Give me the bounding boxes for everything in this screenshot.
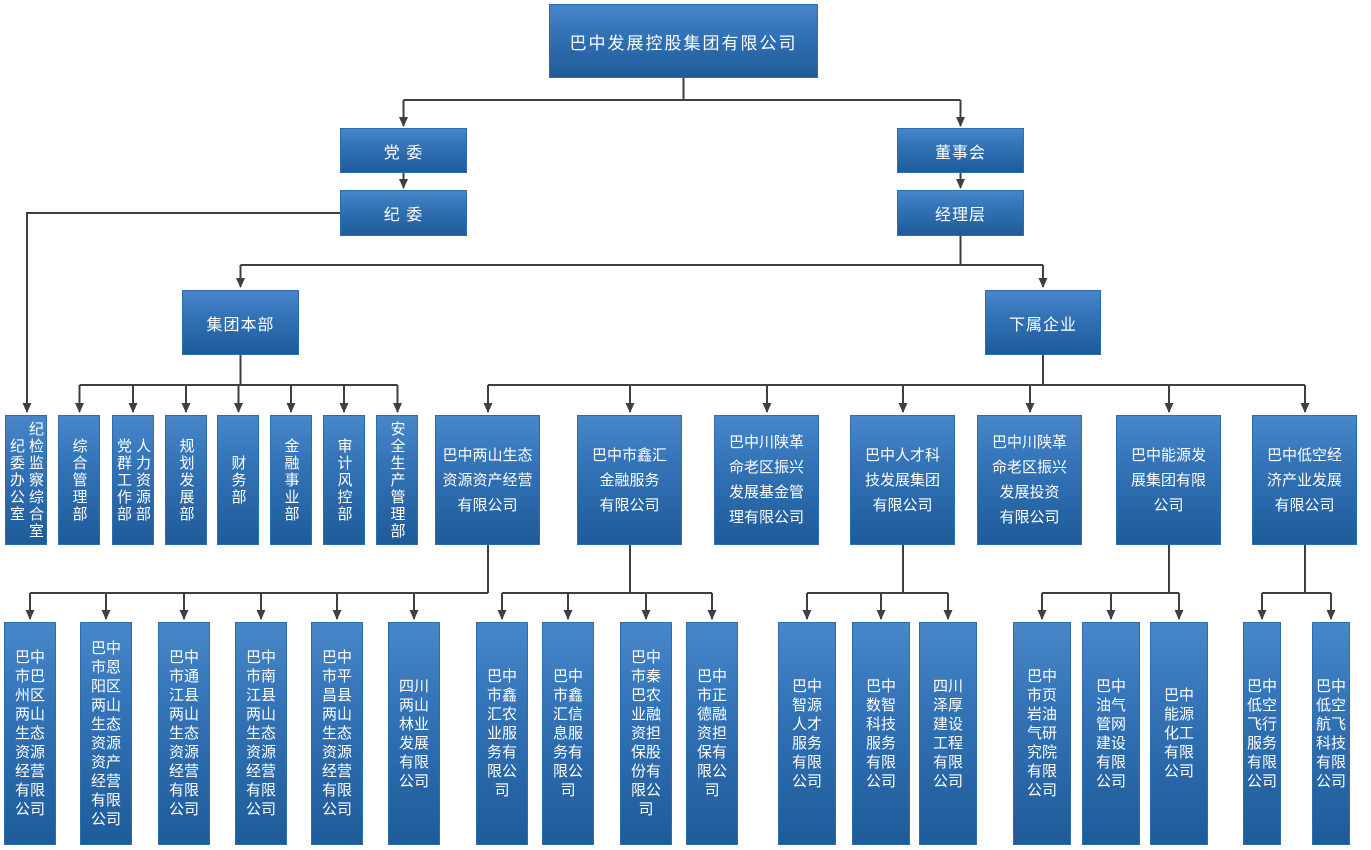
sub-subsidiary-box-a4: 巴中市南江县两山生态资源经营有限公司 xyxy=(235,622,287,845)
sub-subsidiary-label: 巴中市鑫汇信息服务有限公司 xyxy=(553,668,584,799)
department-box-3: 人力资源部 党群工作部 xyxy=(112,415,154,545)
party-committee-label: 党 委 xyxy=(383,144,424,162)
sub-subsidiary-label: 巴中市页岩油气研究院有限公司 xyxy=(1027,668,1058,799)
department-label: 审计风控部 xyxy=(335,437,353,523)
group-root-label: 巴中发展控股集团有限公司 xyxy=(569,33,798,53)
subsidiary-label: 巴中川陕革 命老区振兴 发展投资 有限公司 xyxy=(991,434,1067,526)
department-label: 财务部 xyxy=(229,454,247,506)
org-box-subsidiaries: 下属企业 xyxy=(985,290,1101,355)
department-box-8: 安全生产管理部 xyxy=(376,415,418,545)
department-box-7: 审计风控部 xyxy=(323,415,365,545)
sub-subsidiary-label: 巴中能源化工有限公司 xyxy=(1164,687,1195,780)
sub-subsidiary-label: 巴中数智科技服务有限公司 xyxy=(866,677,897,790)
org-box-group-headquarters: 集团本部 xyxy=(182,290,299,355)
org-box-group-root: 巴中发展控股集团有限公司 xyxy=(549,4,818,78)
sub-subsidiary-label: 巴中市通江县两山生态资源经营有限公司 xyxy=(169,649,200,818)
department-label: 人力资源部 党群工作部 xyxy=(115,437,151,523)
sub-subsidiary-box-c3: 四川泽厚建设工程有限公司 xyxy=(919,622,977,845)
sub-subsidiary-label: 巴中智源人才服务有限公司 xyxy=(792,677,823,790)
sub-subsidiary-box-a5: 巴中市平昌县两山生态资源经营有限公司 xyxy=(311,622,363,845)
subsidiary-box-1: 巴中两山生态 资源资产经营 有限公司 xyxy=(435,415,540,545)
sub-subsidiary-box-c2: 巴中数智科技服务有限公司 xyxy=(852,622,910,845)
sub-subsidiary-box-d2: 巴中油气管网建设有限公司 xyxy=(1082,622,1140,845)
subsidiary-box-7: 巴中低空经 济产业发展 有限公司 xyxy=(1252,415,1357,545)
sub-subsidiary-box-a1: 巴中市巴州区两山生态资源经营有限公司 xyxy=(4,622,56,845)
subsidiary-box-6: 巴中能源发 展集团有限 公司 xyxy=(1116,415,1221,545)
subsidiary-box-4: 巴中人才科 技发展集团 有限公司 xyxy=(850,415,955,545)
org-box-board-of-directors: 董事会 xyxy=(897,128,1024,173)
sub-subsidiary-box-b1: 巴中市鑫汇农业服务有限公司 xyxy=(476,622,528,845)
sub-subsidiary-label: 巴中市平昌县两山生态资源经营有限公司 xyxy=(322,649,353,818)
sub-subsidiary-label: 四川泽厚建设工程有限公司 xyxy=(933,677,964,790)
sub-subsidiary-box-a6: 四川两山林业发展有限公司 xyxy=(388,622,440,845)
department-label: 金融事业部 xyxy=(282,437,300,523)
subsidiary-label: 巴中人才科 技发展集团 有限公司 xyxy=(864,446,940,514)
subsidiary-box-2: 巴中市鑫汇 金融服务 有限公司 xyxy=(577,415,682,545)
group-headquarters-label: 集团本部 xyxy=(206,316,275,334)
sub-subsidiary-label: 巴中油气管网建设有限公司 xyxy=(1096,677,1127,790)
department-box-4: 规划发展部 xyxy=(165,415,207,545)
sub-subsidiary-box-a3: 巴中市通江县两山生态资源经营有限公司 xyxy=(158,622,210,845)
sub-subsidiary-label: 巴中市正德融资担保有限公司 xyxy=(697,668,728,799)
sub-subsidiary-box-b3: 巴中市秦巴农业融资担保股份有限公司 xyxy=(620,622,672,845)
sub-subsidiary-box-b4: 巴中市正德融资担保有限公司 xyxy=(686,622,738,845)
subsidiary-box-5: 巴中川陕革 命老区振兴 发展投资 有限公司 xyxy=(977,415,1082,545)
sub-subsidiary-box-e1: 巴中低空飞行服务有限公司 xyxy=(1243,622,1281,845)
department-label: 规划发展部 xyxy=(177,437,195,523)
department-box-5: 财务部 xyxy=(217,415,259,545)
subsidiary-label: 巴中能源发 展集团有限 公司 xyxy=(1130,446,1206,514)
subsidiary-box-3: 巴中川陕革 命老区振兴 发展基金管 理有限公司 xyxy=(714,415,819,545)
sub-subsidiary-box-b2: 巴中市鑫汇信息服务有限公司 xyxy=(542,622,594,845)
sub-subsidiary-label: 巴中市巴州区两山生态资源经营有限公司 xyxy=(15,649,46,818)
department-label: 安全生产管理部 xyxy=(388,420,406,540)
department-label: 纪检监察综合室 纪委办公室 xyxy=(8,420,44,540)
sub-subsidiary-box-d1: 巴中市页岩油气研究院有限公司 xyxy=(1013,622,1071,845)
subsidiary-label: 巴中两山生态 资源资产经营 有限公司 xyxy=(442,446,533,514)
board-of-directors-label: 董事会 xyxy=(934,144,986,162)
department-label: 综合管理部 xyxy=(70,437,88,523)
subsidiary-label: 巴中低空经 济产业发展 有限公司 xyxy=(1266,446,1342,514)
sub-subsidiary-label: 巴中市秦巴农业融资担保股份有限公司 xyxy=(631,649,662,818)
department-box-2: 综合管理部 xyxy=(58,415,100,545)
subsidiary-label: 巴中市鑫汇 金融服务 有限公司 xyxy=(591,446,667,514)
sub-subsidiary-box-e2: 巴中低空航飞科技有限公司 xyxy=(1312,622,1350,845)
org-box-discipline-committee: 纪 委 xyxy=(340,190,467,236)
sub-subsidiary-label: 巴中市恩阳区两山生态资源资产经营有限公司 xyxy=(91,639,122,828)
subsidiaries-label: 下属企业 xyxy=(1008,316,1077,334)
sub-subsidiary-box-a2: 巴中市恩阳区两山生态资源资产经营有限公司 xyxy=(80,622,132,845)
sub-subsidiary-box-d3: 巴中能源化工有限公司 xyxy=(1150,622,1208,845)
discipline-committee-label: 纪 委 xyxy=(383,207,424,224)
management-layer-label: 经理层 xyxy=(934,207,986,224)
sub-subsidiary-label: 四川两山林业发展有限公司 xyxy=(399,677,430,790)
department-box-1: 纪检监察综合室 纪委办公室 xyxy=(5,415,47,545)
org-box-party-committee: 党 委 xyxy=(340,128,467,173)
department-box-6: 金融事业部 xyxy=(270,415,312,545)
org-box-management-layer: 经理层 xyxy=(897,190,1024,236)
sub-subsidiary-label: 巴中市鑫汇农业服务有限公司 xyxy=(487,668,518,799)
sub-subsidiary-label: 巴中市南江县两山生态资源经营有限公司 xyxy=(246,649,277,818)
subsidiary-label: 巴中川陕革 命老区振兴 发展基金管 理有限公司 xyxy=(728,434,804,526)
sub-subsidiary-label: 巴中低空航飞科技有限公司 xyxy=(1316,677,1347,790)
sub-subsidiary-box-c1: 巴中智源人才服务有限公司 xyxy=(778,622,836,845)
sub-subsidiary-label: 巴中低空飞行服务有限公司 xyxy=(1247,677,1278,790)
